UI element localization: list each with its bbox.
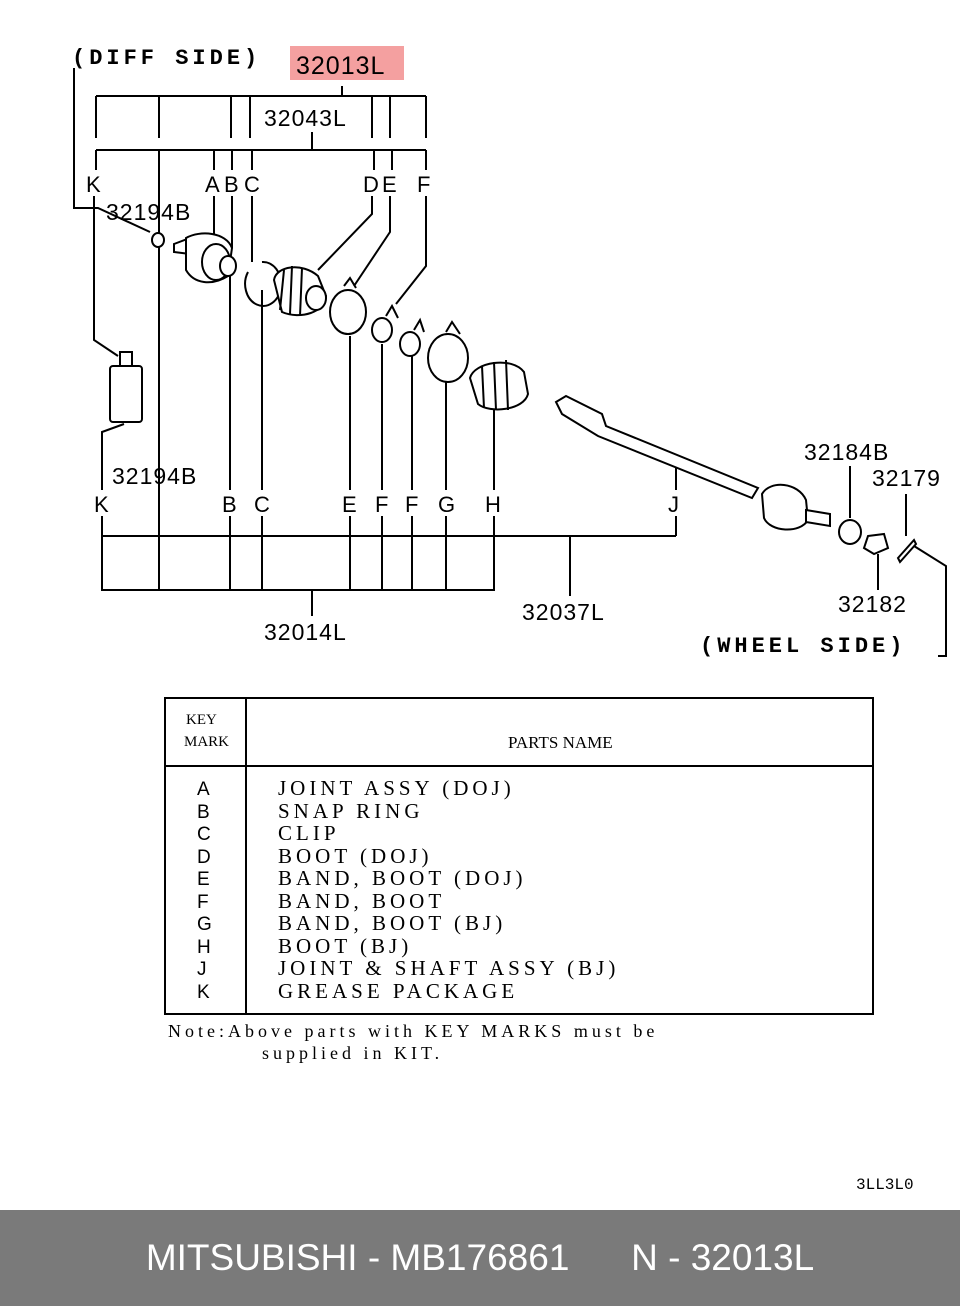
top-key-B: B	[224, 172, 239, 197]
top-key-F: F	[417, 172, 430, 197]
bottom-key-K: K	[94, 492, 109, 517]
bottom-key-F1: F	[375, 492, 388, 517]
part-number-32182: 32182	[838, 591, 907, 617]
diff-side-label: (DIFF SIDE)	[72, 46, 261, 71]
table-row-key: D	[197, 847, 211, 868]
table-row-name: SNAP RING	[278, 799, 424, 823]
drawing-code: 3LL3L0	[856, 1176, 914, 1194]
table-row-key: C	[197, 824, 211, 845]
bottom-key-F2: F	[405, 492, 418, 517]
parts-table: KEY MARK PARTS NAME A JOINT ASSY (DOJ) B…	[164, 697, 874, 1015]
table-row-key: K	[197, 982, 210, 1003]
part-number-32194B-top: 32194B	[106, 199, 191, 225]
footer-brand-part: MITSUBISHI - MB176861	[145, 1237, 570, 1278]
part-number-32043L: 32043L	[264, 105, 347, 131]
top-key-E: E	[382, 172, 397, 197]
table-row-key: B	[197, 802, 210, 823]
top-key-C: C	[244, 172, 260, 197]
table-header-key: KEY	[186, 712, 217, 728]
table-row-name: BAND, BOOT (BJ)	[278, 911, 506, 935]
table-row-name: BOOT (DOJ)	[278, 844, 433, 868]
table-row-name: JOINT ASSY (DOJ)	[278, 776, 515, 800]
part-number-32179: 32179	[872, 465, 941, 491]
top-key-K: K	[86, 172, 101, 197]
footer-bar: MITSUBISHI - MB176861 N - 32013L	[0, 1210, 960, 1306]
table-row-key: F	[197, 892, 209, 913]
table-row-name: JOINT & SHAFT ASSY (BJ)	[278, 956, 619, 980]
bottom-key-B: B	[222, 492, 237, 517]
table-row-name: BAND, BOOT (DOJ)	[278, 866, 527, 890]
table-row-name: GREASE PACKAGE	[278, 979, 518, 1003]
table-row-key: A	[197, 779, 210, 800]
parts-diagram: (DIFF SIDE) 32013L (WHEEL SIDE) 32043L 3…	[72, 46, 947, 1194]
footer-ref: N - 32013L	[631, 1237, 815, 1278]
part-number-32014L: 32014L	[264, 619, 347, 645]
bottom-key-C: C	[254, 492, 270, 517]
table-row-key: E	[197, 869, 210, 890]
table-row-name: BOOT (BJ)	[278, 934, 412, 958]
highlight-box	[290, 46, 404, 80]
table-header-mark: MARK	[184, 734, 229, 750]
table-row-key: J	[197, 959, 207, 980]
table-header-parts-name: PARTS NAME	[508, 733, 613, 752]
wheel-side-label: (WHEEL SIDE)	[700, 634, 906, 659]
note-line-1: Note:Above parts with KEY MARKS must be	[168, 1021, 658, 1041]
highlight-part-number: 32013L	[296, 52, 385, 80]
footer-spacer	[569, 1237, 631, 1279]
table-row-name: BAND, BOOT	[278, 889, 445, 913]
top-key-A: A	[205, 172, 220, 197]
table-row-key: H	[197, 937, 211, 958]
top-key-D: D	[363, 172, 379, 197]
table-row-name: CLIP	[278, 821, 340, 845]
part-number-32037L: 32037L	[522, 599, 605, 625]
note-line-2: supplied in KIT.	[262, 1043, 443, 1063]
table-row-key: G	[197, 914, 212, 935]
part-number-32194B-bottom: 32194B	[112, 463, 197, 489]
bottom-key-J: J	[668, 492, 679, 517]
bottom-key-E: E	[342, 492, 357, 517]
bottom-key-G: G	[438, 492, 455, 517]
part-number-32184B: 32184B	[804, 439, 889, 465]
bottom-key-H: H	[485, 492, 501, 517]
